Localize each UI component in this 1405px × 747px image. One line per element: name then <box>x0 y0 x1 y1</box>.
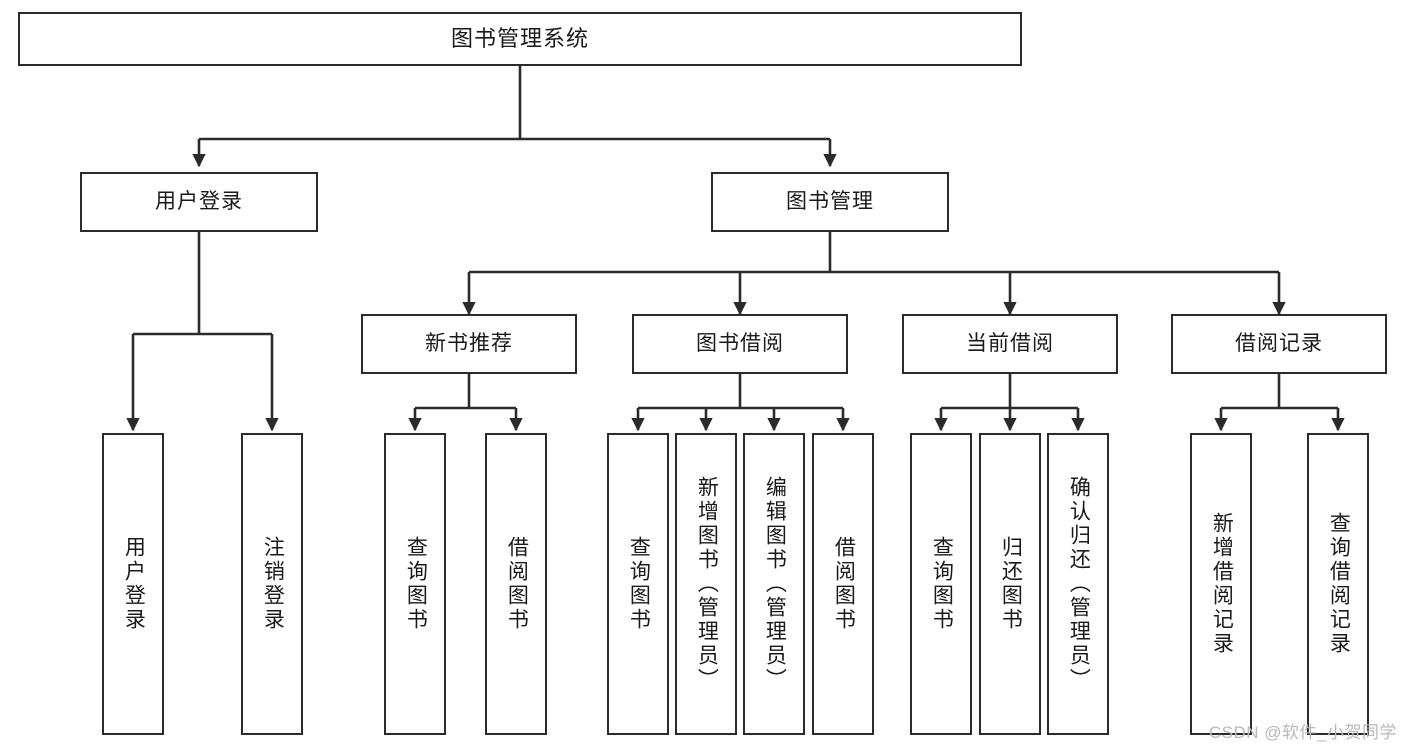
node-borrow-record[interactable]: 借阅记录 <box>1171 314 1387 374</box>
node-label: 新书推荐 <box>425 331 513 355</box>
node-user-login[interactable]: 用户登录 <box>80 172 318 232</box>
node-label: 借阅图书 <box>832 536 856 632</box>
node-label: 查询图书 <box>404 536 428 632</box>
leaf-current-borrow-return-book[interactable]: 归还图书 <box>979 433 1041 735</box>
node-label: 编辑图书（管理员） <box>763 476 787 692</box>
leaf-book-borrow-borrow-book[interactable]: 借阅图书 <box>812 433 874 735</box>
node-label: 查询图书 <box>930 536 954 632</box>
node-label: 用户登录 <box>155 189 243 213</box>
leaf-user-login-logout[interactable]: 注销登录 <box>241 433 303 735</box>
leaf-new-book-borrow-book[interactable]: 借阅图书 <box>485 433 547 735</box>
node-current-borrow[interactable]: 当前借阅 <box>902 314 1118 374</box>
leaf-current-borrow-query-book[interactable]: 查询图书 <box>910 433 972 735</box>
node-new-book-recommend[interactable]: 新书推荐 <box>361 314 577 374</box>
leaf-book-borrow-add-book-admin[interactable]: 新增图书（管理员） <box>675 433 737 735</box>
node-label: 借阅记录 <box>1235 331 1323 355</box>
csdn-watermark: CSDN @软件_小贺同学 <box>1208 723 1397 742</box>
node-label: 用户登录 <box>122 536 146 632</box>
leaf-borrow-record-add-record[interactable]: 新增借阅记录 <box>1190 433 1252 735</box>
node-label: 图书管理 <box>786 189 874 213</box>
node-label: 新增图书（管理员） <box>695 476 719 692</box>
node-label: 新增借阅记录 <box>1210 512 1234 656</box>
leaf-current-borrow-confirm-return-admin[interactable]: 确认归还（管理员） <box>1047 433 1109 735</box>
leaf-book-borrow-query-book[interactable]: 查询图书 <box>607 433 669 735</box>
leaf-book-borrow-edit-book-admin[interactable]: 编辑图书（管理员） <box>743 433 805 735</box>
node-book-borrow[interactable]: 图书借阅 <box>632 314 848 374</box>
leaf-new-book-query-book[interactable]: 查询图书 <box>384 433 446 735</box>
node-label: 图书管理系统 <box>450 26 589 52</box>
leaf-user-login-login[interactable]: 用户登录 <box>102 433 164 735</box>
node-label: 当前借阅 <box>966 331 1054 355</box>
node-book-management[interactable]: 图书管理 <box>711 172 949 232</box>
node-root-book-management-system[interactable]: 图书管理系统 <box>18 12 1022 66</box>
node-label: 图书借阅 <box>696 331 784 355</box>
node-label: 查询借阅记录 <box>1327 512 1351 656</box>
node-label: 借阅图书 <box>505 536 529 632</box>
node-label: 确认归还（管理员） <box>1067 476 1091 692</box>
node-label: 查询图书 <box>627 536 651 632</box>
node-label: 归还图书 <box>999 536 1023 632</box>
leaf-borrow-record-query-record[interactable]: 查询借阅记录 <box>1307 433 1369 735</box>
node-label: 注销登录 <box>261 536 285 632</box>
